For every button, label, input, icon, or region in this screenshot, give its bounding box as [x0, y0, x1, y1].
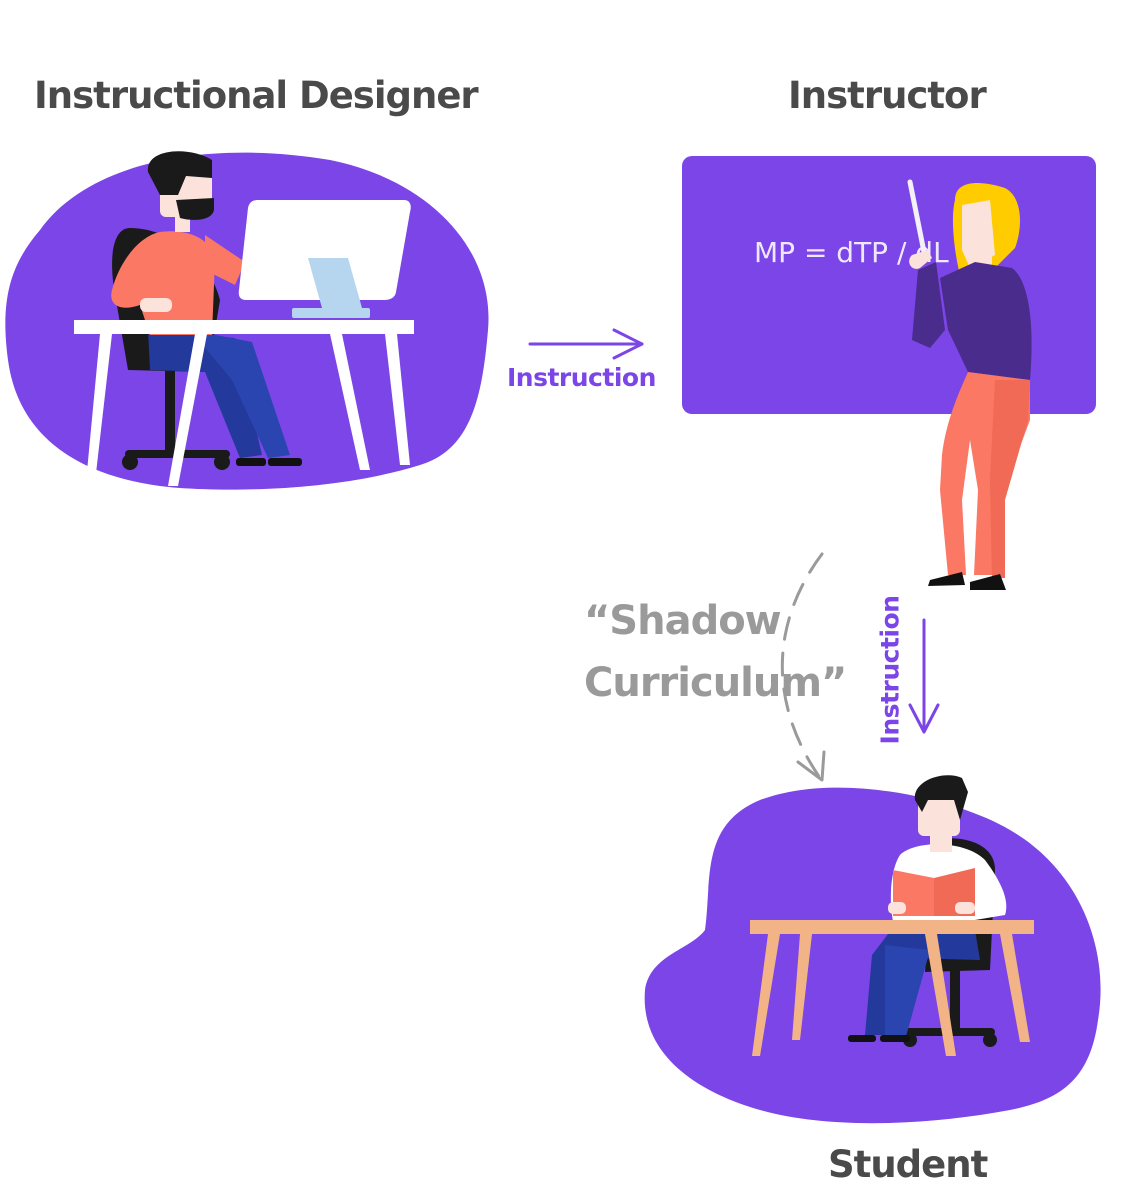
student-illustration	[644, 775, 1101, 1124]
designer-illustration	[5, 151, 489, 490]
instruction-label-vertical: Instruction	[875, 595, 905, 745]
chalkboard	[682, 156, 1096, 414]
instructor-illustration: MP = dTP / dL	[682, 156, 1096, 590]
computer-monitor	[238, 200, 411, 318]
designer-desk	[74, 320, 414, 486]
shadow-curriculum-label: “Shadow Curriculum”	[584, 590, 847, 714]
designer-title: Instructional Designer	[34, 74, 479, 117]
instructor-title: Instructor	[788, 74, 987, 117]
shadow-curriculum-arrow	[780, 552, 824, 780]
student-desk	[750, 920, 1034, 1056]
shadow-curriculum-line1: “Shadow	[584, 598, 782, 644]
shadow-curriculum-line2: Curriculum”	[584, 660, 847, 706]
student-title: Student	[828, 1143, 988, 1186]
instruction-label-horizontal: Instruction	[507, 363, 656, 392]
